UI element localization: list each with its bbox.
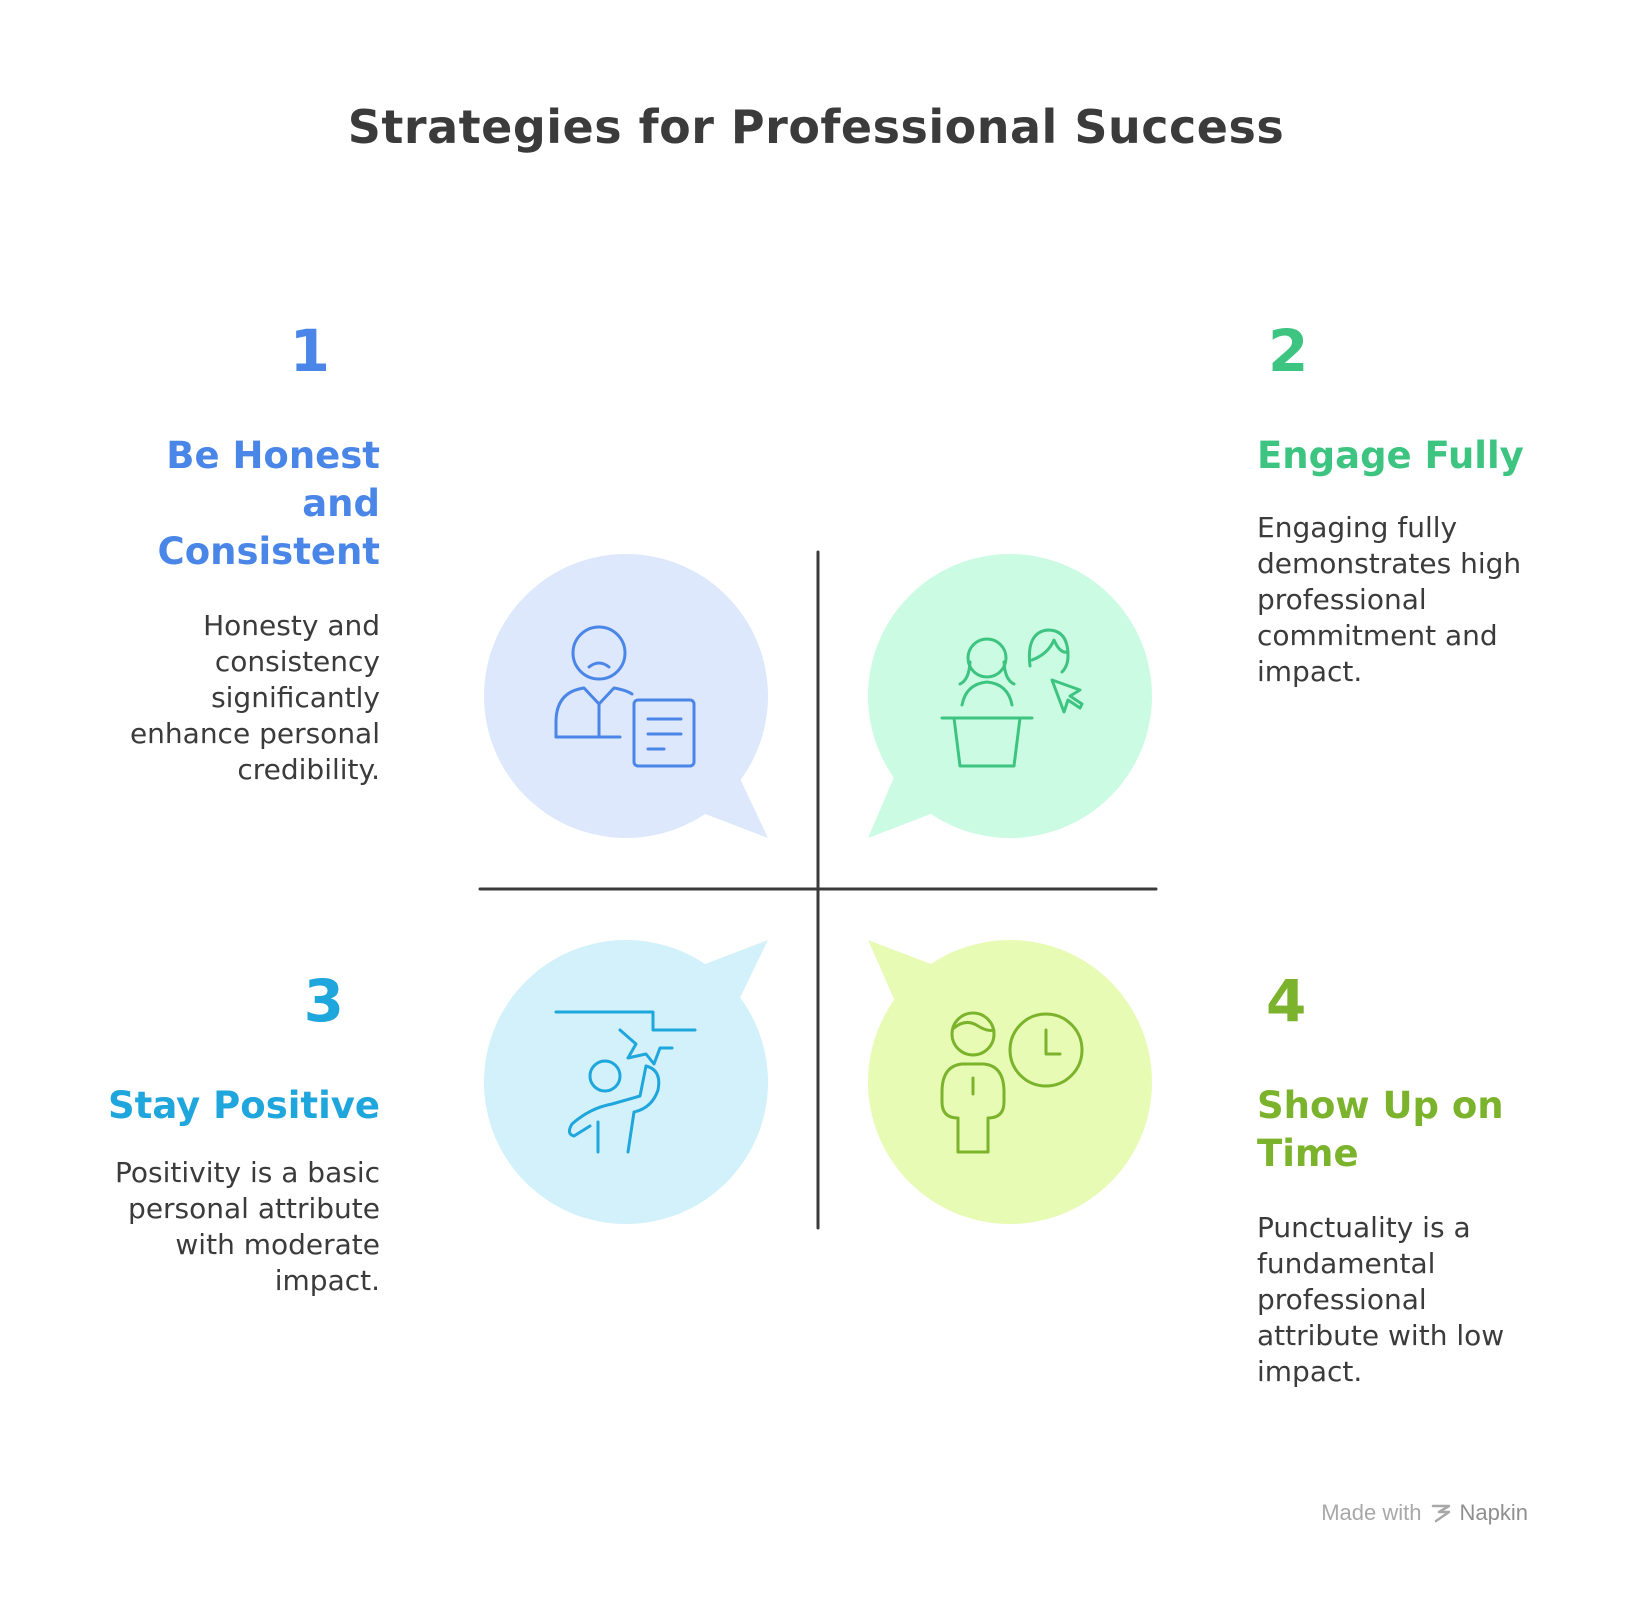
person-reaching-icon (554, 1010, 697, 1154)
step-description-3-line: Positivity is a basic (115, 1156, 380, 1189)
footer-credit: Made with Napkin (1321, 1500, 1528, 1526)
step-description-4-line: Punctuality is a (1257, 1211, 1471, 1244)
step-description-1-line: consistency (214, 645, 380, 678)
step-heading-2: Engage Fully (1257, 432, 1524, 480)
step-description-2-line: commitment and (1257, 619, 1498, 652)
step-heading-1-line: Be Honest (166, 434, 380, 477)
step-description-4-line: impact. (1257, 1355, 1363, 1388)
step-number-2: 2 (1268, 317, 1309, 385)
step-heading-3-line: Stay Positive (108, 1084, 380, 1127)
step-description-2: Engaging fully demonstrates high profess… (1257, 510, 1521, 690)
step-heading-4-line: Time (1257, 1132, 1359, 1175)
step-heading-1: Be Honest and Consistent (158, 432, 380, 576)
step-description-4-line: attribute with low (1257, 1319, 1505, 1352)
step-description-1-line: Honesty and (203, 609, 380, 642)
step-description-3-line: personal attribute (128, 1192, 380, 1225)
napkin-logo-icon (1431, 1504, 1450, 1523)
step-heading-3: Stay Positive (108, 1082, 380, 1130)
step-description-1-line: credibility. (237, 753, 380, 786)
step-heading-4-line: Show Up on (1257, 1084, 1504, 1127)
step-description-1-line: significantly (211, 681, 380, 714)
step-description-1: Honesty and consistency significantly en… (130, 608, 380, 788)
step-number-3: 3 (303, 967, 344, 1035)
step-description-2-line: impact. (1257, 655, 1363, 688)
made-with-label: Made with (1321, 1500, 1422, 1525)
step-description-1-line: enhance personal (129, 717, 380, 750)
speech-bubble-3 (484, 940, 768, 1224)
step-description-2-line: Engaging fully (1257, 511, 1458, 544)
step-description-3-line: impact. (274, 1264, 380, 1297)
step-number-4: 4 (1266, 967, 1307, 1035)
step-description-3: Positivity is a basic personal attribute… (115, 1155, 380, 1299)
person-document-icon (554, 625, 696, 768)
presenter-podium-icon (940, 628, 1084, 768)
speech-bubble-1 (484, 554, 768, 838)
step-number-1: 1 (289, 317, 330, 385)
speech-bubble-4 (868, 940, 1152, 1224)
person-clock-icon (940, 1011, 1084, 1154)
napkin-brand-label: Napkin (1459, 1500, 1528, 1525)
step-heading-4: Show Up on Time (1257, 1082, 1504, 1178)
step-description-4: Punctuality is a fundamental professiona… (1257, 1210, 1504, 1390)
page-title: Strategies for Professional Success (347, 100, 1285, 154)
step-heading-2-line: Engage Fully (1257, 434, 1524, 477)
step-description-2-line: demonstrates high (1257, 547, 1522, 580)
step-description-4-line: professional (1257, 1283, 1427, 1316)
step-description-4-line: fundamental (1257, 1247, 1436, 1280)
step-heading-1-line: and (302, 482, 380, 525)
step-heading-1-line: Consistent (157, 530, 380, 573)
step-description-2-line: professional (1257, 583, 1427, 616)
step-description-3-line: with moderate (175, 1228, 380, 1261)
